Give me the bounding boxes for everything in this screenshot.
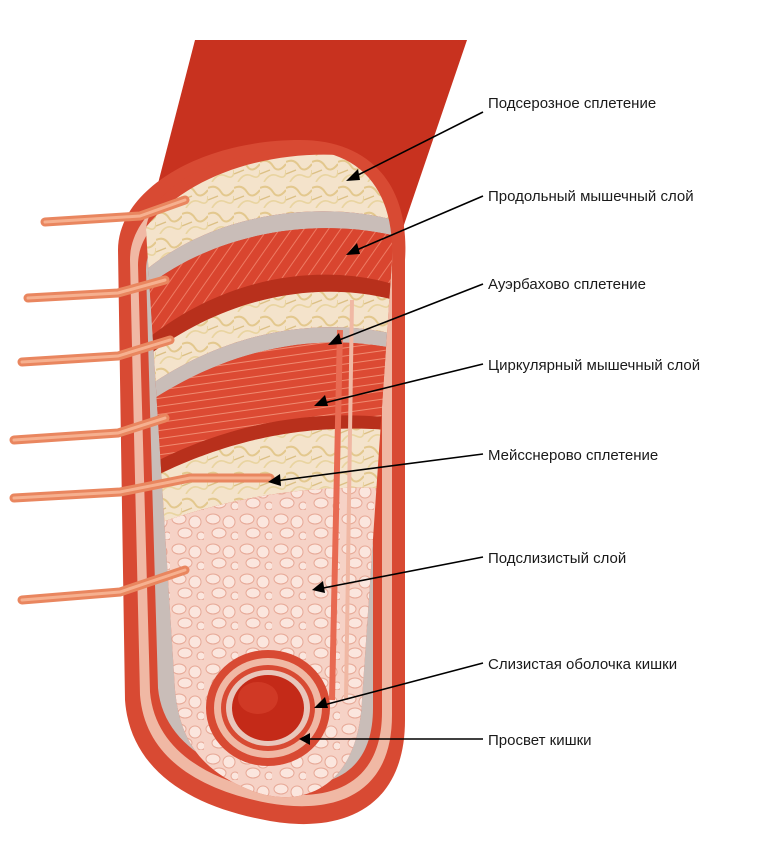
label-longitudinal-muscle: Продольный мышечный слой (488, 188, 694, 205)
label-subserous-plexus: Подсерозное сплетение (488, 95, 656, 112)
labels: Подсерозное сплетение Продольный мышечны… (488, 95, 700, 749)
label-circular-muscle: Циркулярный мышечный слой (488, 357, 700, 374)
label-submucosa: Подслизистый слой (488, 550, 626, 567)
lumen-highlight (238, 682, 278, 714)
label-lumen: Просвет кишки (488, 732, 592, 749)
label-auerbach-plexus: Ауэрбахово сплетение (488, 276, 646, 293)
label-meissner-plexus: Мейсснерово сплетение (488, 447, 658, 464)
label-mucosa: Слизистая оболочка кишки (488, 656, 677, 673)
